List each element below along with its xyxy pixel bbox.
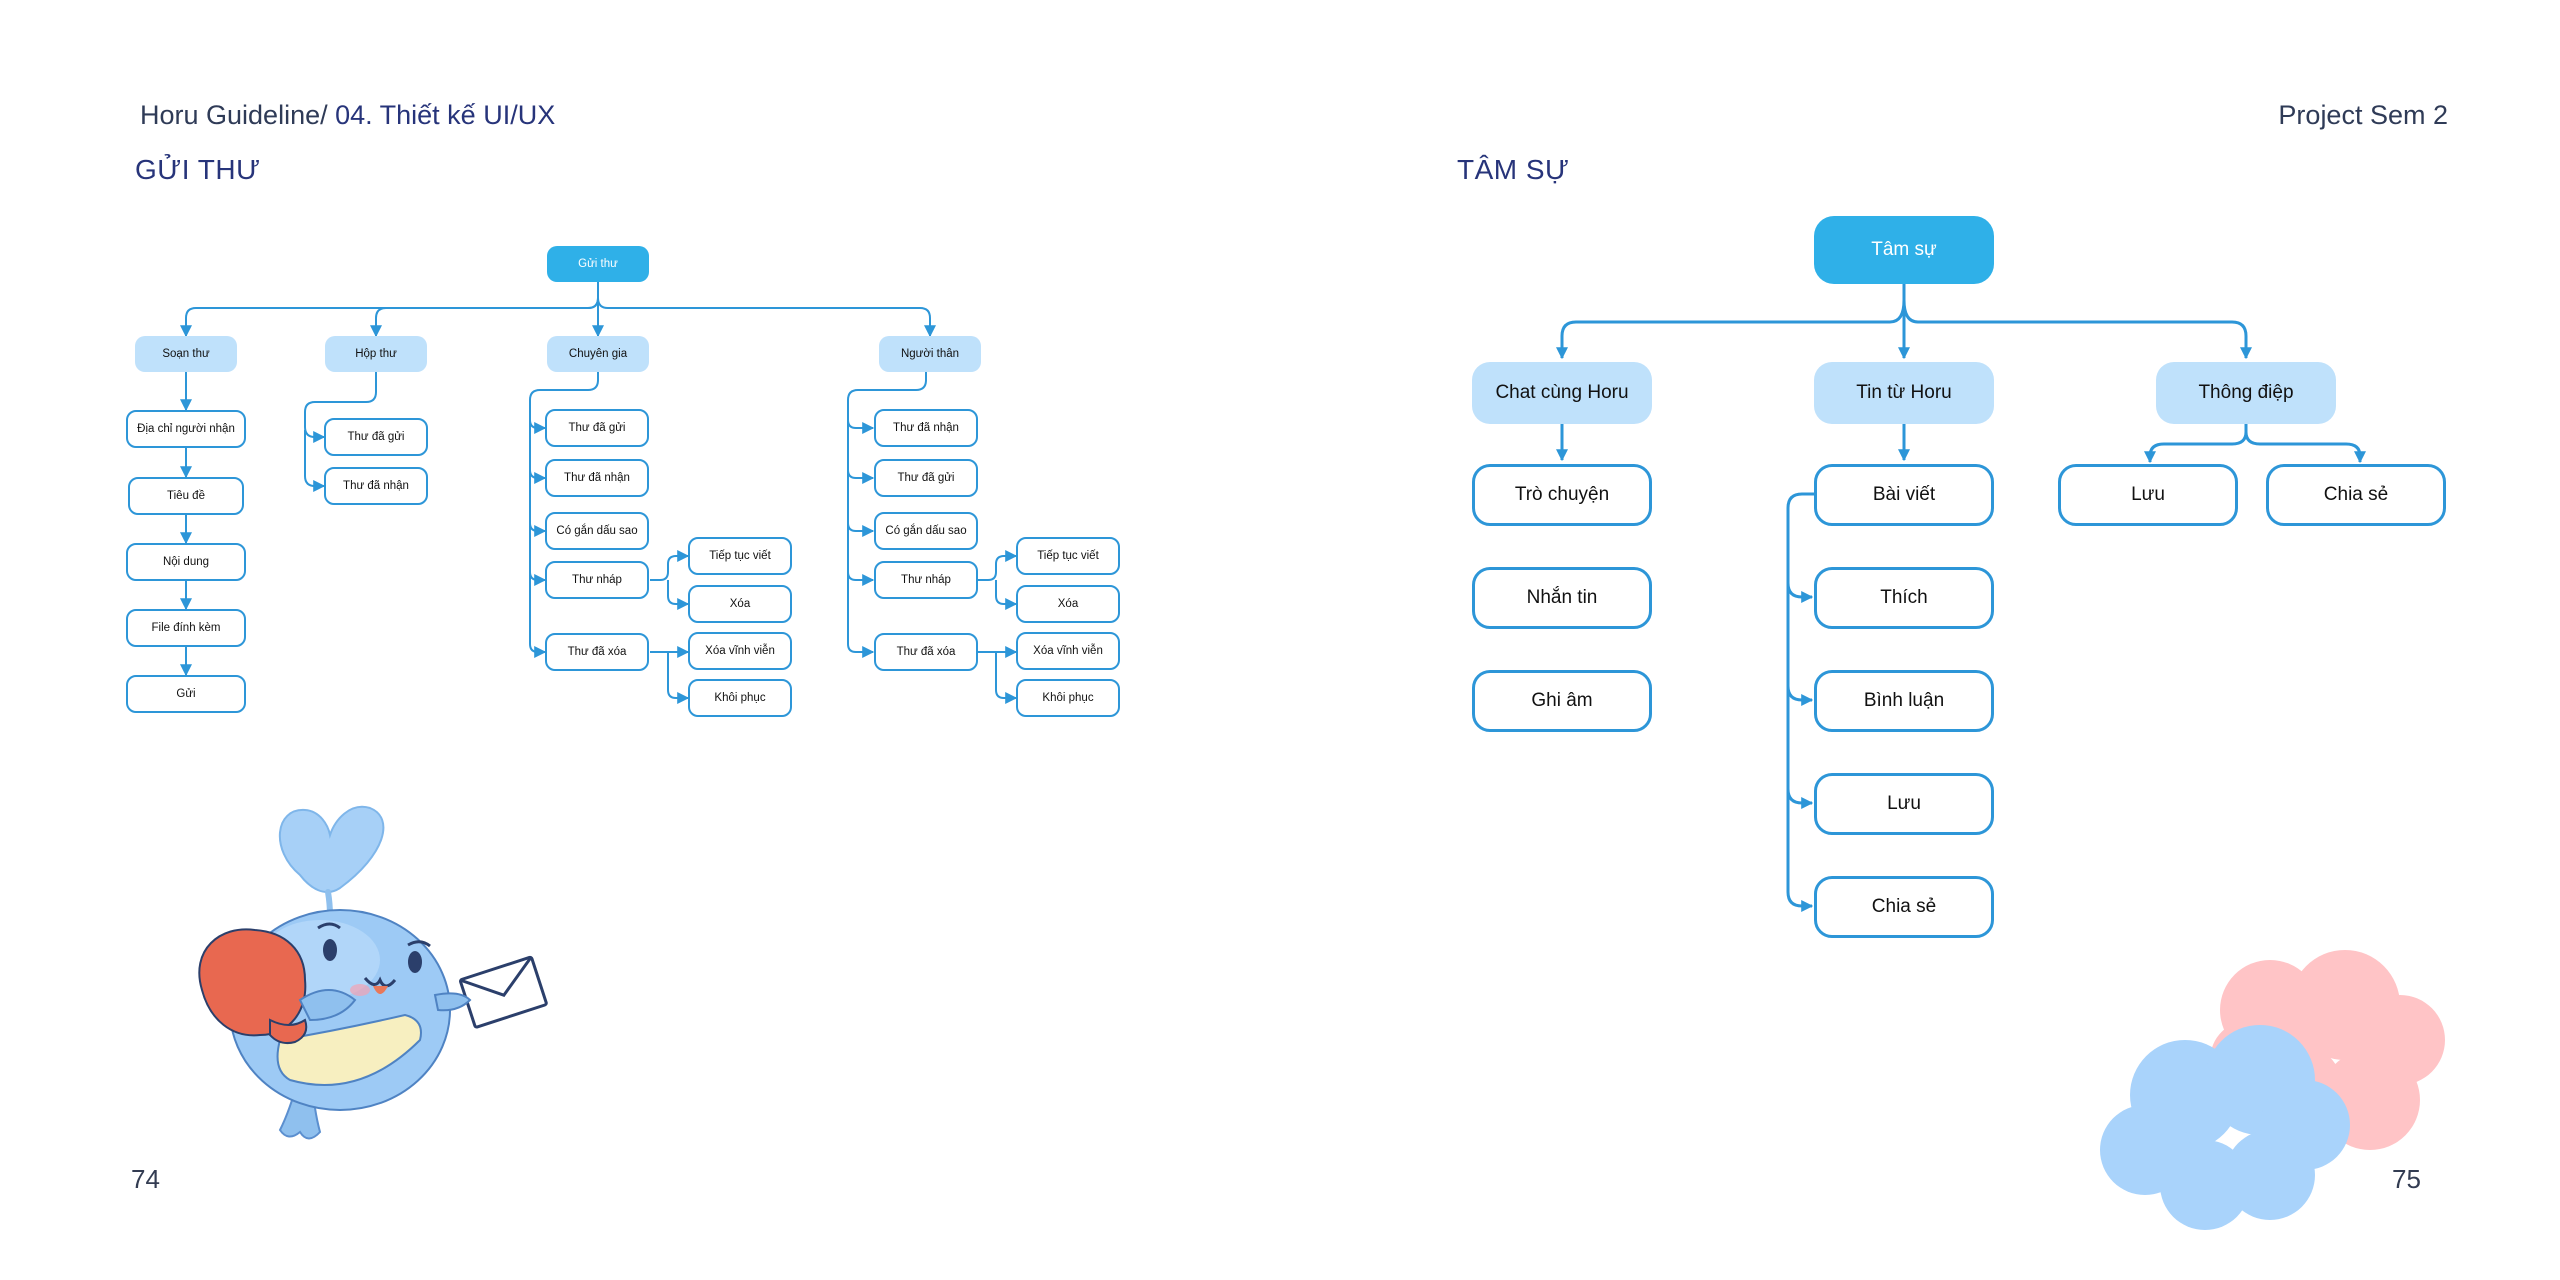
node-nt-xoa-vinh-vien: Xóa vĩnh viễn: [1016, 632, 1120, 670]
breadcrumb-prefix: Horu Guideline/: [140, 100, 336, 130]
node-nt-thu-da-gui: Thư đã gửi: [874, 459, 978, 497]
node-nguoi-than: Người thân: [879, 336, 981, 372]
node-nhan-tin: Nhắn tin: [1472, 567, 1652, 629]
node-cg-thu-nhap: Thư nháp: [545, 561, 649, 599]
node-tro-chuyen: Trò chuyện: [1472, 464, 1652, 526]
left-section-title: GỬI THƯ: [135, 154, 261, 185]
node-chuyen-gia: Chuyên gia: [547, 336, 649, 372]
node-tin-tu-horu: Tin từ Horu: [1814, 362, 1994, 424]
node-nt-thu-da-nhan: Thư đã nhận: [874, 409, 978, 447]
node-hop-thu-da-gui: Thư đã gửi: [324, 418, 428, 456]
page-number-right: 75: [2392, 1164, 2421, 1194]
node-binh-luan: Bình luận: [1814, 670, 1994, 732]
node-cg-thu-da-xoa: Thư đã xóa: [545, 633, 649, 671]
node-thong-diep: Thông điệp: [2156, 362, 2336, 424]
node-nt-xoa: Xóa: [1016, 585, 1120, 623]
node-soan-thu: Soạn thư: [135, 336, 237, 372]
node-cg-khoi-phuc: Khôi phục: [688, 679, 792, 717]
node-bai-viet: Bài viết: [1814, 464, 1994, 526]
node-nt-khoi-phuc: Khôi phục: [1016, 679, 1120, 717]
cloud-illustration: [2100, 950, 2445, 1230]
node-thich: Thích: [1814, 567, 1994, 629]
node-noi-dung: Nội dung: [126, 543, 246, 581]
whale-mascot-illustration: [198, 805, 548, 1140]
node-nt-thu-da-xoa: Thư đã xóa: [874, 633, 978, 671]
node-hop-thu: Hộp thư: [325, 336, 427, 372]
node-cg-thu-da-gui: Thư đã gửi: [545, 409, 649, 447]
breadcrumb-section: 04. Thiết kế UI/UX: [335, 100, 556, 130]
node-tin-luu: Lưu: [1814, 773, 1994, 835]
node-file-dinh-kem: File đính kèm: [126, 609, 246, 647]
right-section-title: TÂM SỰ: [1457, 154, 1570, 185]
page-number-left: 74: [131, 1164, 160, 1194]
node-chat-cung-horu: Chat cùng Horu: [1472, 362, 1652, 424]
node-td-chia-se: Chia sẻ: [2266, 464, 2446, 526]
node-tieu-de: Tiêu đề: [128, 477, 244, 515]
project-title: Project Sem 2: [2278, 100, 2448, 130]
node-gui: Gửi: [126, 675, 246, 713]
node-hop-thu-da-nhan: Thư đã nhận: [324, 467, 428, 505]
breadcrumb: Horu Guideline/ 04. Thiết kế UI/UX: [140, 100, 555, 131]
node-tin-chia-se: Chia sẻ: [1814, 876, 1994, 938]
node-cg-co-gan-dau-sao: Có gắn dấu sao: [545, 512, 649, 550]
node-cg-tiep-tuc-viet: Tiếp tục viết: [688, 537, 792, 575]
node-cg-xoa-vinh-vien: Xóa vĩnh viễn: [688, 632, 792, 670]
node-tam-su-root: Tâm sự: [1814, 216, 1994, 284]
node-dia-chi-nguoi-nhan: Địa chỉ người nhận: [126, 410, 246, 448]
node-cg-thu-da-nhan: Thư đã nhận: [545, 459, 649, 497]
node-nt-co-gan-dau-sao: Có gắn dấu sao: [874, 512, 978, 550]
node-ghi-am: Ghi âm: [1472, 670, 1652, 732]
node-gui-thu-root: Gửi thư: [547, 246, 649, 282]
node-cg-xoa: Xóa: [688, 585, 792, 623]
node-td-luu: Lưu: [2058, 464, 2238, 526]
node-nt-tiep-tuc-viet: Tiếp tục viết: [1016, 537, 1120, 575]
node-nt-thu-nhap: Thư nháp: [874, 561, 978, 599]
